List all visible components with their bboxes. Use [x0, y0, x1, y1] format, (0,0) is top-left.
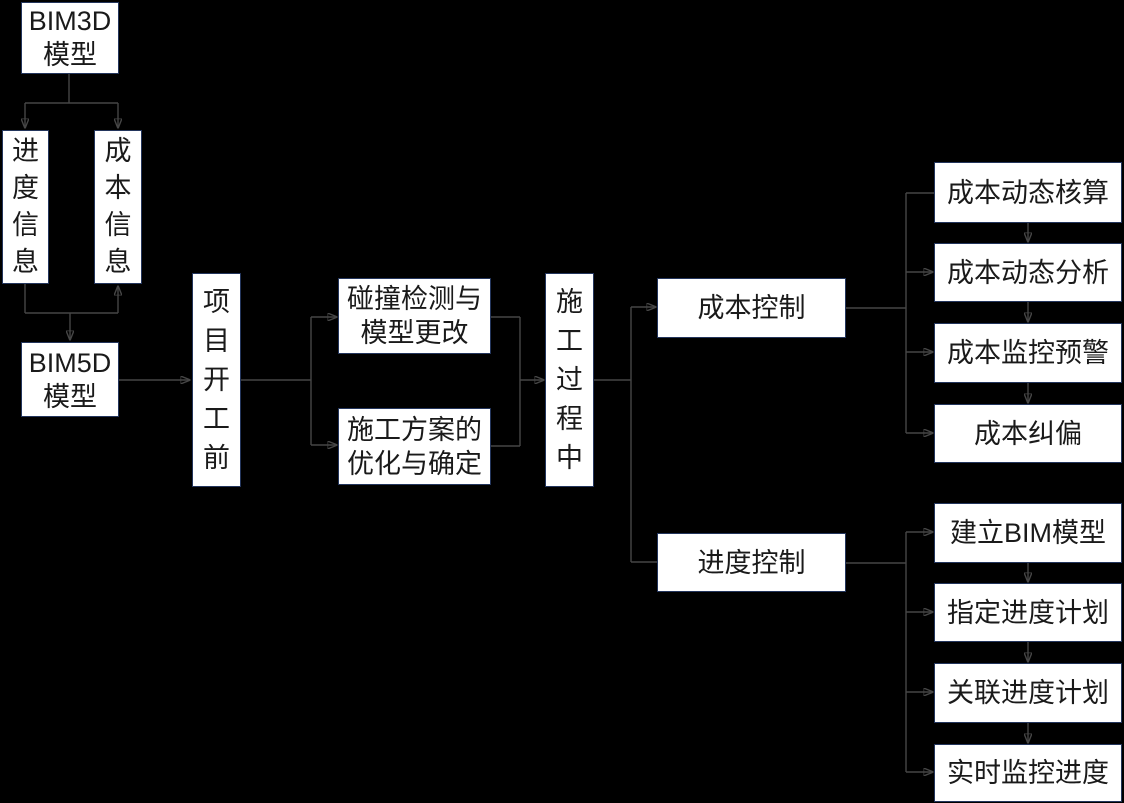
node-clash-detection: 碰撞检测与 模型更改 — [338, 278, 491, 354]
node-cost-control: 成本控制 — [657, 278, 846, 338]
node-cost-monitoring-warning: 成本监控预警 — [934, 323, 1122, 383]
node-schedule-control: 进度控制 — [657, 533, 846, 592]
node-cost-dynamic-accounting: 成本动态核算 — [934, 162, 1122, 223]
node-cost-dynamic-analysis: 成本动态分析 — [934, 243, 1122, 302]
node-during-construction: 施 工 过 程 中 — [545, 273, 594, 487]
node-plan-optimization: 施工方案的 优化与确定 — [338, 408, 491, 485]
node-assign-schedule-plan: 指定进度计划 — [934, 583, 1122, 642]
node-schedule-info: 进 度 信 息 — [2, 130, 49, 284]
node-build-bim-model: 建立BIM模型 — [934, 503, 1122, 563]
node-bim5d-model: BIM5D 模型 — [21, 342, 119, 417]
node-before-construction: 项 目 开 工 前 — [192, 273, 241, 487]
node-realtime-schedule-monitoring: 实时监控进度 — [934, 744, 1122, 802]
node-cost-correction: 成本纠偏 — [934, 404, 1122, 463]
node-link-schedule-plan: 关联进度计划 — [934, 663, 1122, 723]
node-cost-info: 成 本 信 息 — [94, 130, 142, 284]
node-bim3d-model: BIM3D 模型 — [21, 2, 119, 74]
